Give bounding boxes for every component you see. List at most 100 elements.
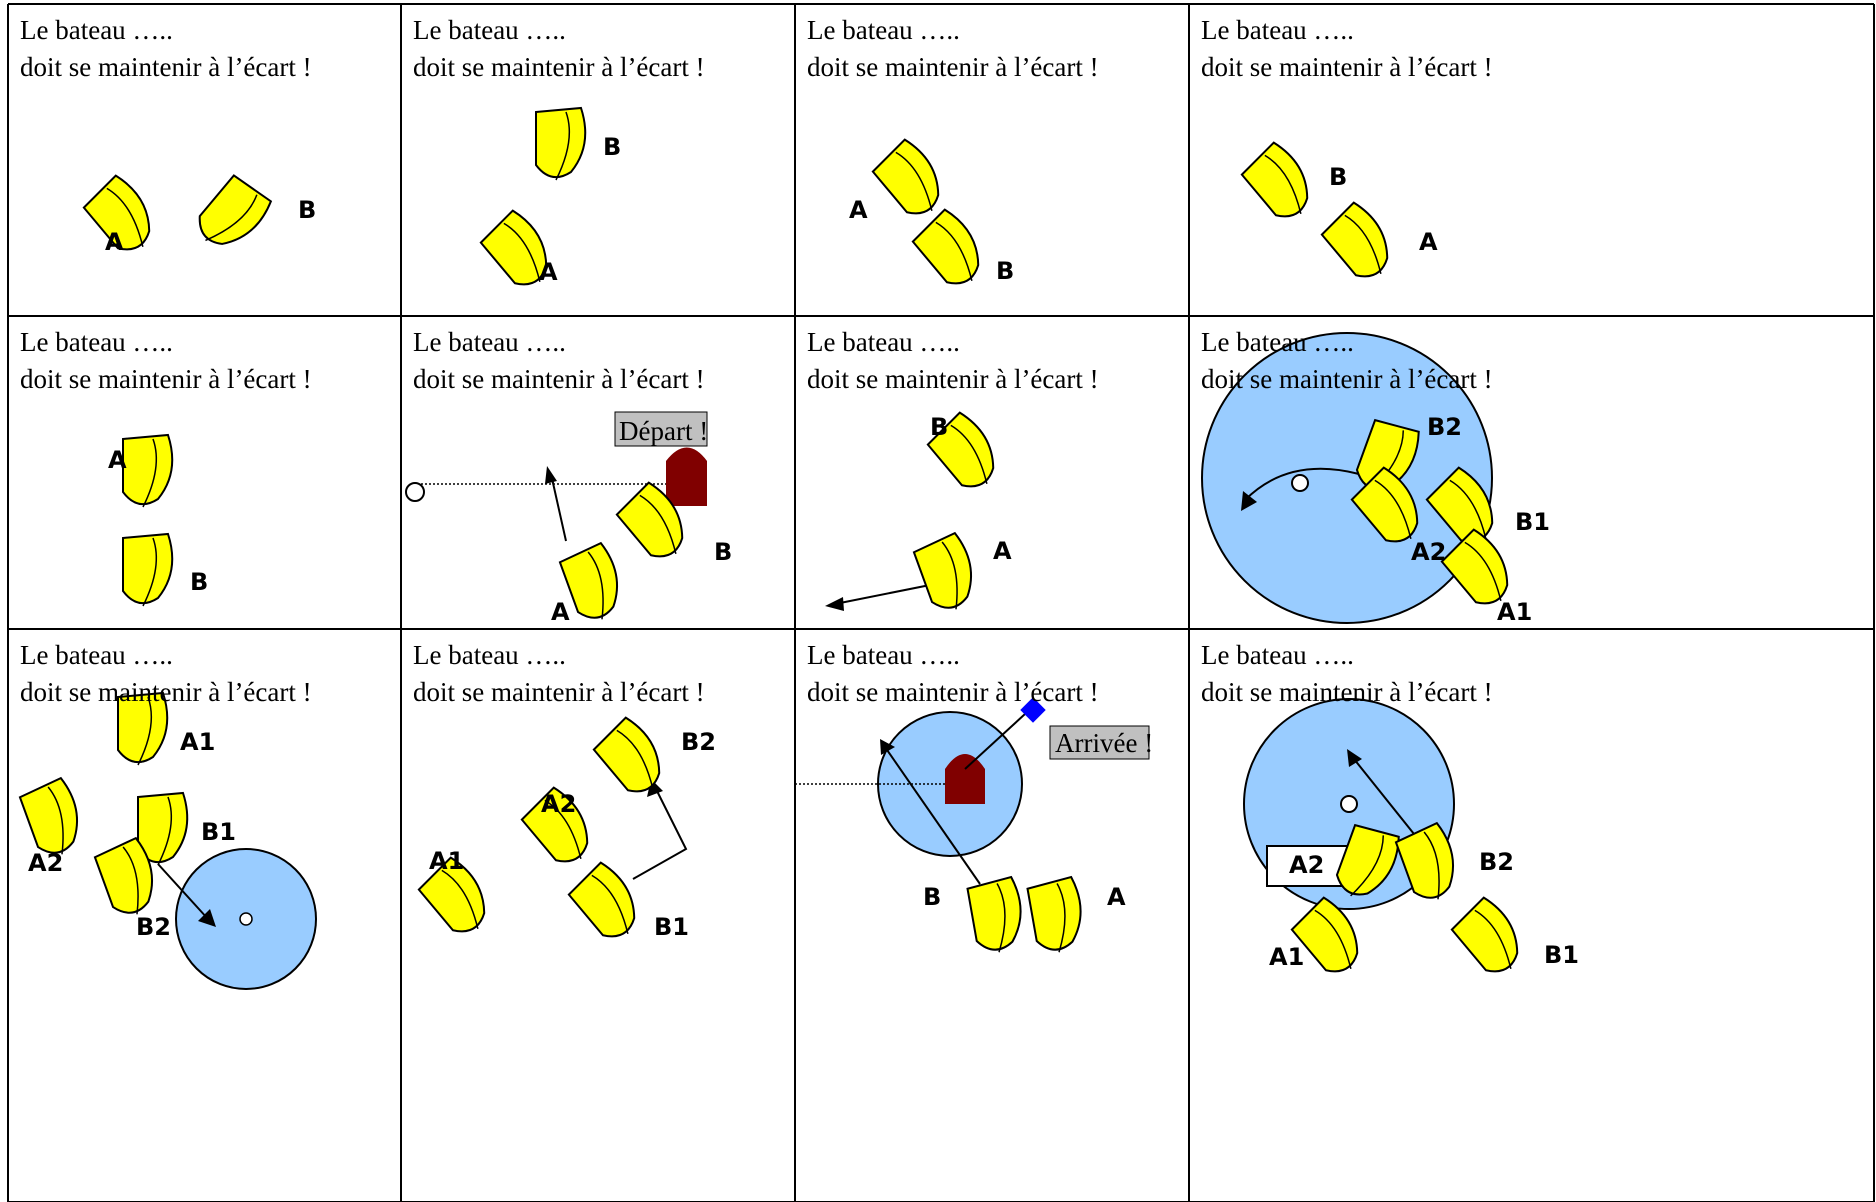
boat (117, 691, 169, 766)
cell-question: Le bateau …..doit se maintenir à l’écart… (413, 12, 705, 86)
boat (1394, 821, 1455, 900)
boat-label: B2 (1427, 413, 1462, 441)
hull (912, 531, 973, 609)
boat-label: B (1329, 163, 1347, 191)
boat-label: B (930, 413, 948, 441)
arrow-head (880, 739, 895, 755)
boat-label: A2 (1411, 538, 1446, 566)
flag-line (964, 713, 1026, 770)
sail (503, 222, 541, 283)
sail (996, 883, 1006, 953)
question-line-1: Le bateau ….. (1201, 640, 1354, 670)
boat (567, 861, 636, 938)
hull (1350, 466, 1419, 543)
question-line-1: Le bateau ….. (413, 327, 566, 357)
course-arrow (550, 473, 567, 542)
sail (1344, 214, 1382, 275)
hull (615, 481, 684, 558)
sail (441, 869, 479, 930)
boat (615, 481, 684, 558)
boat-label: B (714, 538, 732, 566)
mark (1291, 474, 1309, 492)
question-line-1: Le bateau ….. (1201, 15, 1354, 45)
boat-label: B2 (681, 728, 716, 756)
boat (911, 208, 980, 285)
question-line-1: Le bateau ….. (20, 640, 173, 670)
sail (616, 729, 654, 790)
boat (1335, 823, 1400, 897)
boat-label: B1 (201, 818, 236, 846)
boat-label: B (298, 196, 316, 224)
course-arrow (632, 788, 688, 880)
sail (106, 187, 144, 248)
boat (1026, 875, 1082, 953)
sail (1056, 883, 1066, 953)
boat-label: B1 (654, 913, 689, 941)
hull (1026, 875, 1082, 951)
hull (479, 209, 548, 286)
cell-question: Le bateau …..doit se maintenir à l’écart… (807, 324, 1099, 398)
boat-label: A1 (1497, 598, 1532, 626)
course-arrow (834, 583, 936, 605)
question-line-2: doit se maintenir à l’écart ! (1201, 364, 1493, 394)
boat-label: A (108, 446, 127, 474)
boat-label: B1 (1544, 941, 1579, 969)
sail (1374, 479, 1412, 540)
sail (137, 696, 153, 766)
question-line-1: Le bateau ….. (20, 15, 173, 45)
boat-label: A (539, 258, 558, 286)
boat (82, 174, 151, 251)
hull (966, 875, 1022, 951)
question-line-2: doit se maintenir à l’écart ! (20, 52, 312, 82)
boat (558, 541, 619, 620)
hull (122, 532, 174, 605)
sail (1464, 541, 1502, 602)
sail (142, 438, 158, 508)
sail (142, 537, 158, 607)
sail (591, 874, 629, 935)
question-line-2: doit se maintenir à l’écart ! (1201, 52, 1493, 82)
boat (871, 138, 940, 215)
boat-label: A (849, 196, 868, 224)
boat (198, 174, 273, 245)
cell-question: Le bateau …..doit se maintenir à l’écart… (807, 637, 1099, 711)
sail (1314, 909, 1352, 970)
sail (639, 494, 677, 555)
boat (1350, 466, 1419, 543)
boat-label: A (993, 537, 1012, 565)
note-text: Arrivée ! (1055, 728, 1153, 758)
sail (555, 111, 571, 181)
boat (122, 433, 174, 508)
boat (479, 209, 548, 286)
hull (871, 138, 940, 215)
course-arrow (884, 746, 981, 885)
sail (544, 799, 582, 860)
boat (535, 106, 587, 181)
note-text: Départ ! (619, 416, 708, 446)
question-line-2: doit se maintenir à l’écart ! (413, 52, 705, 82)
hull (535, 106, 587, 179)
question-line-1: Le bateau ….. (413, 640, 566, 670)
question-line-2: doit se maintenir à l’écart ! (413, 677, 705, 707)
hull (417, 856, 486, 933)
hull (520, 786, 589, 863)
note-box (614, 411, 708, 447)
sail (1474, 909, 1512, 970)
question-line-1: Le bateau ….. (20, 327, 173, 357)
scene: AB (108, 433, 208, 607)
committee-boat (945, 754, 985, 804)
boat-label: A (1107, 883, 1126, 911)
boat-label: A1 (180, 728, 215, 756)
question-line-2: doit se maintenir à l’écart ! (807, 364, 1099, 394)
boat (122, 532, 174, 607)
question-line-2: doit se maintenir à l’écart ! (20, 364, 312, 394)
